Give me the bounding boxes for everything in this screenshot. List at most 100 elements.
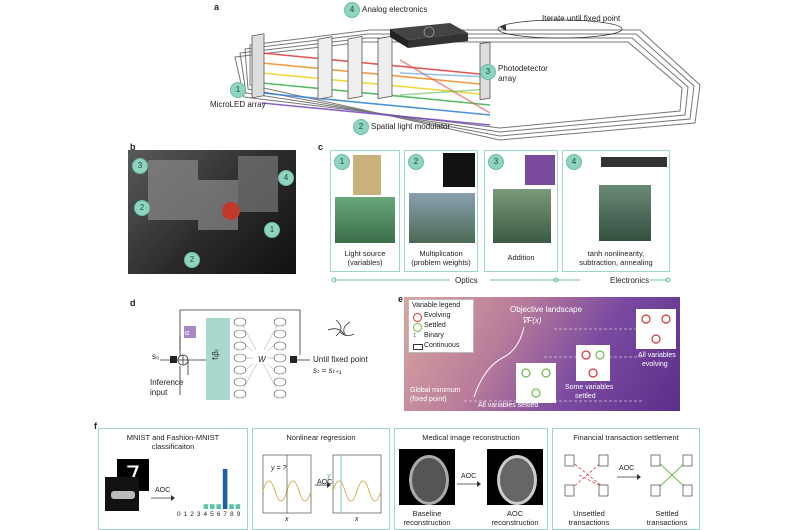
medical-arrow-icon (457, 481, 481, 487)
landscape-overlay (464, 309, 676, 403)
mnist-title-2: classificaiton (151, 442, 195, 451)
optics-label: Optics (455, 276, 478, 285)
s0-label: s₀ (152, 352, 160, 361)
global-minimum-label-1: Global minimum (410, 387, 461, 394)
photodetector-label-1: Photodetector (498, 64, 548, 73)
card-badge-1: 1 (334, 154, 350, 170)
card-multiplication: 2 Multiplication (problem weights) (404, 150, 478, 272)
regression-aoc-label: AOC (317, 479, 333, 486)
x-label-left: x (285, 516, 289, 523)
photo-badge-3: 3 (132, 158, 148, 174)
financial-panel: Financial transaction settlement AOC Uns… (552, 428, 700, 530)
panel-label-d: d (130, 298, 136, 308)
detector-board-image (493, 189, 551, 243)
electronics-strip-image (601, 157, 667, 167)
objective-landscape-label: Objective landscape (510, 305, 583, 314)
aoc-recon-image (487, 449, 543, 505)
medical-panel: Medical image reconstruction AOC Baselin… (394, 428, 548, 530)
card-badge-2: 2 (408, 154, 424, 170)
evolving-icon (413, 313, 422, 322)
card-caption-1b: (variables) (347, 258, 383, 267)
all-settled-label: All variables settled (478, 402, 539, 409)
card-caption-3: Addition (507, 253, 535, 262)
mnist-bar-chart (203, 469, 241, 509)
until-fixed-point-label: Until fixed point (313, 355, 368, 364)
mnist-bar (216, 504, 221, 509)
panel-label-f: f (94, 421, 97, 431)
iteration-loop-diagram (160, 309, 355, 400)
photo-badge-2b: 2 (184, 252, 200, 268)
panel-label-e: e (398, 294, 404, 304)
analog-badge: 4 (344, 2, 360, 18)
medical-title: Medical image reconstruction (422, 433, 520, 442)
mnist-bar (235, 504, 241, 509)
regression-panel: Nonlinear regression y = ? AOC y x x (252, 428, 390, 530)
digit-axis-labels: 0 1 2 3 4 5 6 7 8 9 (177, 511, 241, 518)
unsettled-caption-2: transactions (568, 518, 610, 527)
electronics-board-image (599, 185, 651, 241)
financial-title: Financial transaction settlement (573, 433, 679, 442)
binary-icon: ↕ (413, 332, 417, 339)
legend-evolving: Evolving (424, 312, 451, 319)
inference-label-2: input (150, 388, 168, 397)
electronics-label: Electronics (610, 276, 650, 285)
card-caption-2b: (problem weights) (411, 258, 471, 267)
photodetector-label-2: array (498, 74, 517, 83)
legend-settled: Settled (424, 322, 446, 329)
slm-board-image (409, 193, 475, 243)
regression-plots (262, 454, 382, 514)
panel-label-c: c (318, 142, 324, 152)
baseline-caption-2: reconstruction (403, 518, 451, 527)
st-equation: sₜ = sₜ₊₁ (313, 366, 342, 375)
mnist-title-1: MNIST and Fashion-MNIST (126, 433, 220, 442)
hardware-photo (128, 150, 296, 274)
photodetector-badge: 3 (480, 64, 496, 80)
unsettled-caption-1: Unsettled (573, 509, 605, 518)
y-question-label: y = ? (271, 465, 287, 472)
slm-badge: 2 (353, 119, 369, 135)
mnist-panel: MNIST and Fashion-MNIST classificaiton 7… (98, 428, 248, 530)
w-label: W (258, 355, 266, 364)
mnist-bar (210, 504, 215, 509)
slm-label: Spatial light modulator (371, 122, 451, 131)
aoc-recon-caption-2: reconstruction (491, 518, 539, 527)
photo-badge-4: 4 (278, 170, 294, 186)
financial-aoc-label: AOC (619, 465, 635, 472)
all-evolving-label-2: evolving (642, 361, 668, 368)
microled-badge: 1 (230, 82, 246, 98)
mnist-bar (229, 504, 234, 509)
baseline-caption-1: Baseline (412, 509, 442, 518)
f-beta-label: f₍β₎ (210, 349, 220, 360)
panel-label-a: a (214, 2, 220, 12)
weights-image (443, 153, 475, 187)
analog-electronics-label: Analog electronics (362, 5, 428, 14)
mnist-bar (203, 504, 209, 509)
aoc-recon-caption-1: AOC (506, 509, 524, 518)
mnist-bar (222, 469, 228, 509)
card-caption-4b: subtraction, annealing (579, 258, 653, 267)
card-caption-1a: Light source (344, 249, 386, 258)
photo-badge-2a: 2 (134, 200, 150, 216)
inference-label-1: Inference (150, 378, 184, 387)
legend-binary: Binary (424, 332, 444, 339)
gradient-label: ∇F(x) (522, 316, 542, 325)
detector-chip-image (525, 155, 555, 185)
card-badge-3: 3 (488, 154, 504, 170)
card-addition: 3 Addition (484, 150, 558, 272)
fashion-mnist-image (105, 477, 139, 511)
card-light-source: 1 Light source (variables) (330, 150, 400, 272)
photo-badge-1: 1 (264, 222, 280, 238)
mnist-arrow-icon (151, 495, 175, 501)
optics-electronics-bracket (331, 277, 671, 283)
global-minimum-label-2: (fixed point) (410, 396, 447, 403)
regression-title: Nonlinear regression (286, 433, 356, 442)
card-caption-2a: Multiplication (419, 249, 463, 258)
optical-loop-diagram (234, 19, 701, 141)
legend-continuous: Continuous (424, 342, 460, 349)
baseline-image (399, 449, 455, 505)
mnist-aoc-label: AOC (155, 487, 171, 494)
some-settled-label-2: settled (575, 393, 596, 400)
x-label-right: x (355, 516, 359, 523)
all-evolving-label-1: All variables (638, 352, 676, 359)
led-board-image (335, 197, 395, 243)
